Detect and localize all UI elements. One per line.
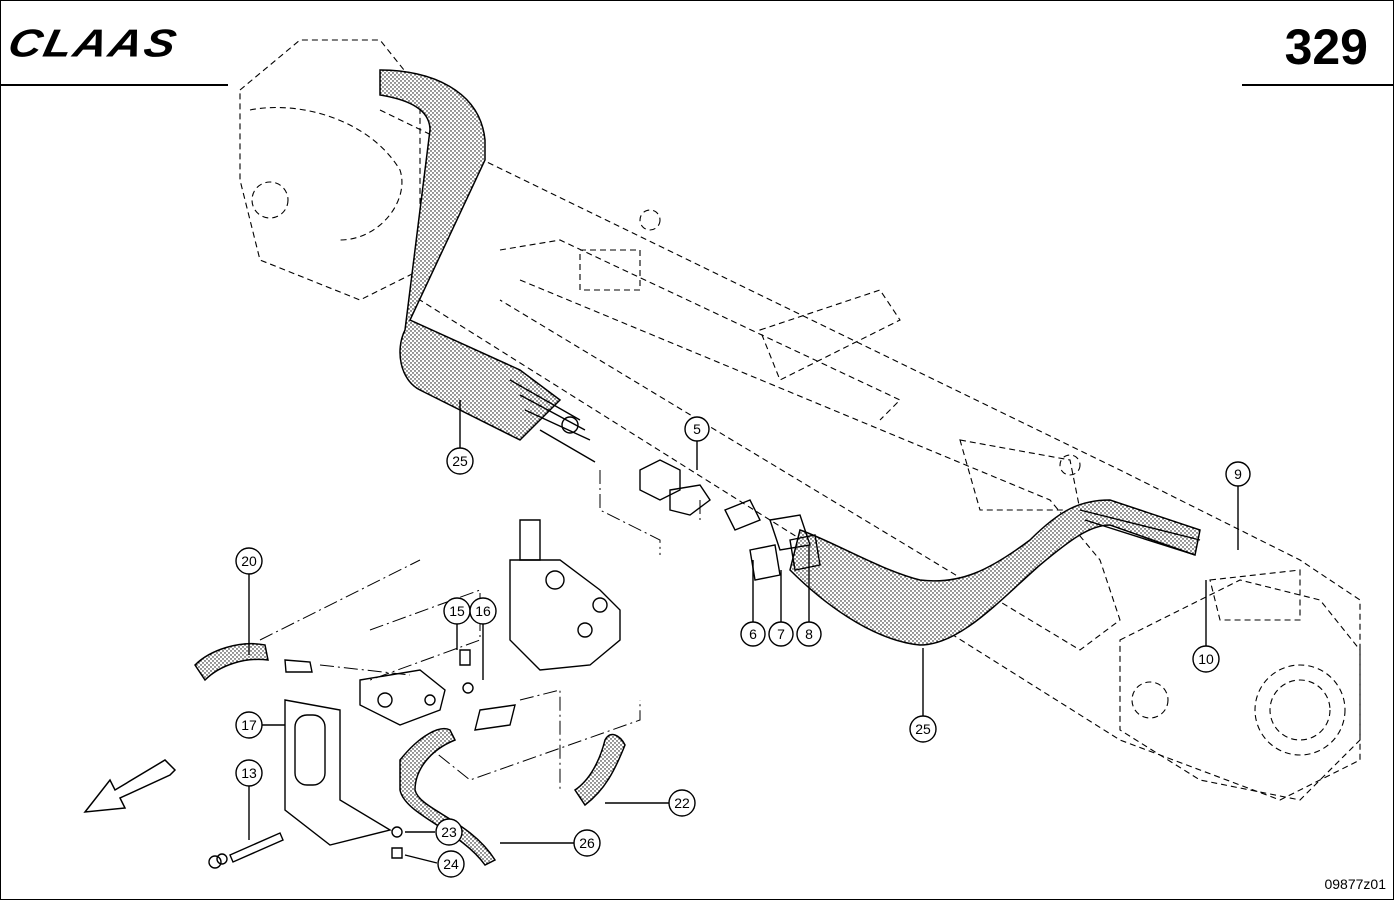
callout-25-left: 25 xyxy=(446,447,474,475)
callout-6: 6 xyxy=(740,621,766,647)
callout-24-text: 24 xyxy=(443,856,459,872)
hose-bundle-right xyxy=(789,499,1201,646)
callout-10: 10 xyxy=(1192,645,1220,673)
control-valve xyxy=(509,519,621,790)
callout-23: 23 xyxy=(435,818,463,846)
callout-13: 13 xyxy=(235,759,263,787)
mounting-bracket xyxy=(284,589,641,846)
callout-6-text: 6 xyxy=(749,626,757,642)
callout-25-right: 25 xyxy=(909,715,937,743)
callout-17-text: 17 xyxy=(241,717,257,733)
callout-26-text: 26 xyxy=(579,835,595,851)
callout-23-text: 23 xyxy=(441,824,457,840)
page-number: 329 xyxy=(1284,19,1368,75)
callout-20-text: 20 xyxy=(241,553,257,569)
hardware xyxy=(208,649,474,869)
callout-7-text: 7 xyxy=(777,626,785,642)
callout-15-text: 15 xyxy=(449,603,465,619)
callout-25-right-text: 25 xyxy=(915,721,931,737)
hose-bundle-left xyxy=(379,69,596,463)
leader-lines xyxy=(248,400,1239,864)
callout-13-text: 13 xyxy=(241,765,257,781)
callout-8: 8 xyxy=(796,621,822,647)
callout-16: 16 xyxy=(469,597,497,625)
callout-25-left-text: 25 xyxy=(452,453,468,469)
callout-24: 24 xyxy=(437,850,465,878)
loose-hoses xyxy=(194,559,626,866)
callout-10-text: 10 xyxy=(1198,651,1214,667)
callout-22: 22 xyxy=(668,789,696,817)
callout-8-text: 8 xyxy=(805,626,813,642)
arrow-down-left-icon xyxy=(83,759,177,813)
callout-9-text: 9 xyxy=(1234,466,1242,482)
callout-5-text: 5 xyxy=(693,421,701,437)
callout-15: 15 xyxy=(443,597,471,625)
header-rule-left xyxy=(0,84,228,86)
callout-17: 17 xyxy=(235,711,263,739)
hose-fittings xyxy=(599,459,821,581)
callout-26: 26 xyxy=(573,829,601,857)
axle-housing xyxy=(239,39,1361,801)
header-rule-right xyxy=(1242,84,1394,86)
drawing-id: 09877z01 xyxy=(1324,876,1386,892)
callout-16-text: 16 xyxy=(475,603,491,619)
callout-5: 5 xyxy=(684,416,710,442)
callout-22-text: 22 xyxy=(674,795,690,811)
callout-7: 7 xyxy=(768,621,794,647)
callout-9: 9 xyxy=(1225,461,1251,487)
callout-20: 20 xyxy=(235,547,263,575)
